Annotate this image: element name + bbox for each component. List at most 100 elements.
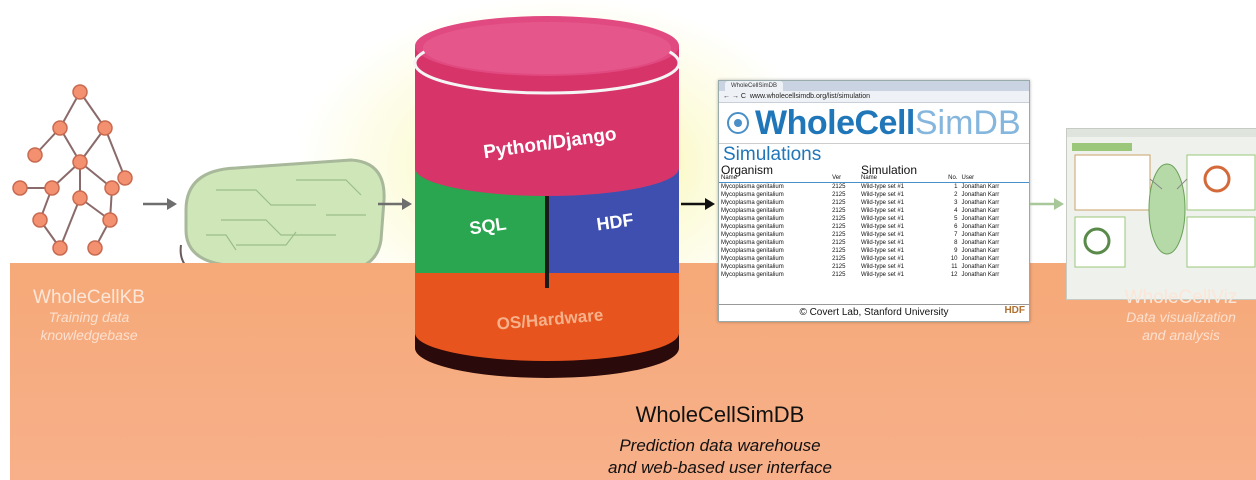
browser-window: WholeCellSimDB ← → C www.wholecellsimdb.… — [718, 80, 1030, 322]
cell-no: 4 — [954, 208, 958, 214]
cell-user: Jonathan Karr — [961, 224, 1000, 230]
arrow-right-icon — [681, 198, 715, 210]
table-row[interactable]: Mycoplasma genitalium 2125 Wild-type set #… — [719, 207, 1029, 215]
dashboard-thumbnail — [1067, 129, 1256, 268]
cell-no: 10 — [950, 256, 958, 262]
cell-simulation: Wild-type set #1 — [860, 264, 905, 270]
arrow-right-icon — [1030, 198, 1064, 210]
cell-no: 9 — [954, 248, 958, 254]
cell-simulation: Wild-type set #1 — [860, 216, 905, 222]
arrow-right-icon — [143, 198, 177, 210]
cell-simulation: Wild-type set #1 — [860, 248, 905, 254]
cell-organism: Mycoplasma genitalium — [721, 192, 784, 198]
cell-user: Jonathan Karr — [961, 240, 1000, 246]
cell-organism: Mycoplasma genitalium — [721, 184, 784, 190]
visualization-dashboard — [1066, 128, 1256, 300]
table-row[interactable]: Mycoplasma genitalium 2125 Wild-type set #… — [719, 239, 1029, 247]
cell-ver: 2125 — [832, 184, 846, 190]
cell-simulation: Wild-type set #1 — [860, 256, 905, 262]
cell-user: Jonathan Karr — [961, 248, 1000, 254]
simulations-table: Organism Simulation Name Ver Name No. Us… — [719, 163, 1029, 279]
cell-user: Jonathan Karr — [961, 200, 1000, 206]
nav-icons[interactable]: ← → C — [723, 93, 750, 100]
cell-organism: Mycoplasma genitalium — [721, 232, 784, 238]
cell-organism: Mycoplasma genitalium — [721, 248, 784, 254]
cell-organism: Mycoplasma genitalium — [721, 240, 784, 246]
cell-ver: 2125 — [832, 272, 846, 278]
col-no[interactable]: No. — [948, 175, 958, 181]
arrow-right-icon — [378, 198, 412, 210]
cell-ver: 2125 — [832, 208, 846, 214]
viz-subtitle-2: and analysis — [1142, 327, 1220, 343]
simdb-subtitle-2: and web-based user interface — [608, 458, 832, 477]
footer-text: © Covert Lab, Stanford University — [799, 307, 949, 318]
cell-ver: 2125 — [832, 240, 846, 246]
cell-icon — [179, 158, 386, 289]
table-row[interactable]: Mycoplasma genitalium 2125 Wild-type set #… — [719, 191, 1029, 199]
cell-user: Jonathan Karr — [961, 272, 1000, 278]
browser-footer: © Covert Lab, Stanford University HDF — [719, 304, 1029, 321]
viz-title: WholeCellViz — [1124, 287, 1238, 308]
cell-no: 6 — [954, 224, 958, 230]
cell-ver: 2125 — [832, 216, 846, 222]
kb-title: WholeCellKB — [33, 287, 145, 308]
browser-tab[interactable]: WholeCellSimDB — [725, 81, 784, 91]
cell-ver: 2125 — [832, 200, 846, 206]
cell-user: Jonathan Karr — [961, 256, 1000, 262]
table-row[interactable]: Mycoplasma genitalium 2125 Wild-type set #… — [719, 247, 1029, 255]
cell-ver: 2125 — [832, 192, 846, 198]
cell-user: Jonathan Karr — [961, 208, 1000, 214]
address-bar[interactable]: ← → C www.wholecellsimdb.org/list/simula… — [719, 91, 1029, 103]
cell-simulation: Wild-type set #1 — [860, 224, 905, 230]
cell-simulation: Wild-type set #1 — [860, 192, 905, 198]
table-row[interactable]: Mycoplasma genitalium 2125 Wild-type set #… — [719, 271, 1029, 279]
cell-no: 1 — [954, 184, 958, 190]
table-row[interactable]: Mycoplasma genitalium 2125 Wild-type set #… — [719, 199, 1029, 207]
cell-simulation: Wild-type set #1 — [860, 240, 905, 246]
page-title: Simulations — [723, 144, 822, 165]
cell-organism: Mycoplasma genitalium — [721, 272, 784, 278]
cell-no: 7 — [954, 232, 958, 238]
cell-organism: Mycoplasma genitalium — [721, 216, 784, 222]
col-ver[interactable]: Ver — [832, 175, 842, 181]
cell-user: Jonathan Karr — [961, 184, 1000, 190]
header-organism: Organism — [721, 163, 774, 177]
cell-organism: Mycoplasma genitalium — [721, 208, 784, 214]
simdb-title: WholeCellSimDB — [635, 402, 805, 427]
cell-simulation: Wild-type set #1 — [860, 272, 905, 278]
viz-subtitle-1: Data visualization — [1126, 309, 1236, 325]
cell-simulation: Wild-type set #1 — [860, 200, 905, 206]
cell-ver: 2125 — [832, 256, 846, 262]
cell-ver: 2125 — [832, 248, 846, 254]
logo-main-text: WholeCell — [755, 103, 915, 142]
cell-no: 2 — [954, 192, 958, 198]
cell-simulation: Wild-type set #1 — [860, 208, 905, 214]
cell-user: Jonathan Karr — [961, 192, 1000, 198]
cell-user: Jonathan Karr — [961, 264, 1000, 270]
table-row[interactable]: Mycoplasma genitalium 2125 Wild-type set #… — [719, 215, 1029, 223]
cell-organism: Mycoplasma genitalium — [721, 200, 784, 206]
cell-organism: Mycoplasma genitalium — [721, 224, 784, 230]
cell-organism: Mycoplasma genitalium — [721, 264, 784, 270]
hdf-logo: HDF — [1004, 305, 1025, 316]
col-name[interactable]: Name — [721, 175, 738, 181]
cell-no: 8 — [954, 240, 958, 246]
simdb-subtitle-1: Prediction data warehouse — [619, 436, 821, 455]
cell-no: 3 — [954, 200, 958, 206]
col-sim-name[interactable]: Name — [860, 175, 877, 181]
cell-user: Jonathan Karr — [961, 232, 1000, 238]
cell-no: 12 — [950, 272, 958, 278]
col-user[interactable]: User — [961, 175, 975, 181]
molecule-logo-icon — [727, 112, 749, 134]
cell-ver: 2125 — [832, 232, 846, 238]
browser-tab-bar: WholeCellSimDB — [719, 81, 1029, 91]
url-text: www.wholecellsimdb.org/list/simulation — [749, 93, 871, 100]
kb-subtitle-2: knowledgebase — [40, 327, 138, 343]
cell-no: 5 — [954, 216, 958, 222]
